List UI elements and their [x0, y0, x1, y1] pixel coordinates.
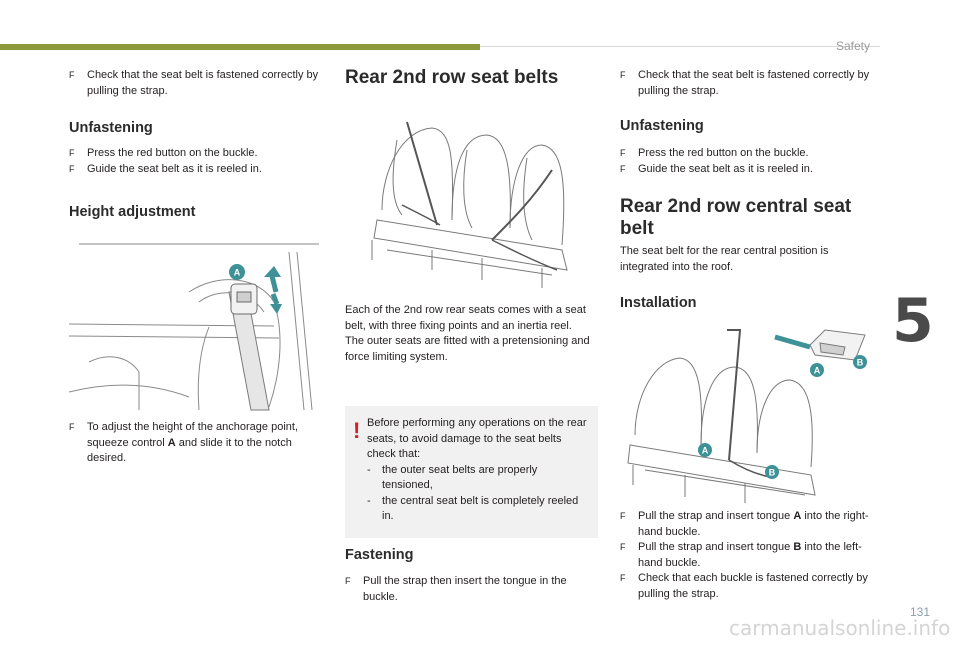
section-title: Safety [836, 39, 871, 53]
rear-seat-para-1: Each of the 2nd row rear seats comes wit… [345, 304, 586, 332]
rear-seats-illustration [371, 121, 568, 288]
rear-seat-description: Each of the 2nd row rear seats comes wit… [345, 303, 595, 365]
label-b-bottom: B [769, 468, 776, 478]
list-item: Press the red button on the buckle. [638, 147, 809, 159]
header-accent-bar [0, 44, 480, 50]
list-item: Pull the strap then insert the tongue in… [363, 575, 567, 603]
height-adjustment-title: Height adjustment [69, 204, 196, 220]
label-a-marker [698, 443, 712, 457]
label-b-marker [765, 465, 779, 479]
warning-intro: Before performing any operations on the … [367, 417, 587, 460]
chapter-number: 5 [892, 286, 934, 356]
list-item: the outer seat belts are properly tensio… [382, 463, 538, 492]
central-belt-title: Rear 2nd row central seat belt [620, 196, 852, 239]
warning-box: ! Before performing any operations on th… [345, 406, 598, 538]
label-b-top: B [857, 358, 864, 368]
fastening-title: Fastening [345, 547, 414, 563]
label-a-marker [810, 363, 824, 377]
list-item: Guide the seat belt as it is reeled in. [87, 162, 262, 175]
right-intro-bullet: Check that the seat belt is fastened cor… [638, 69, 870, 97]
right-unfastening-title: Unfastening [620, 118, 704, 134]
left-intro: F Check that the seat belt is fastened co… [69, 68, 319, 99]
central-belt-text: The seat belt for the rear central posit… [620, 245, 829, 273]
list-item: the central seat belt is completely reel… [382, 494, 579, 523]
installation-illustration: A B A B [627, 329, 867, 503]
list-item: Press the red button on the buckle. [87, 147, 258, 159]
label-a-bottom: A [702, 446, 709, 456]
label-b-marker [853, 355, 867, 369]
left-intro-bullet: Check that the seat belt is fastened cor… [87, 69, 319, 97]
list-item: Guide the seat belt as it is reeled in. [638, 162, 813, 175]
rear-seat-para-2: The outer seats are fitted with a preten… [345, 335, 590, 363]
list-item: Pull the strap and insert tongue A into … [638, 510, 869, 538]
label-a-top: A [814, 366, 821, 376]
warning-icon: ! [353, 418, 361, 443]
height-adjustment-illustration: A [69, 243, 319, 411]
list-item: Check that each buckle is fastened corre… [638, 572, 868, 600]
label-a-marker [229, 264, 245, 280]
rear-seat-belts-title: Rear 2nd row seat belts [345, 67, 559, 88]
bullet-marker: F [69, 70, 75, 80]
label-a: A [234, 268, 241, 278]
header-rule [480, 46, 880, 47]
page-number: 131 [910, 605, 931, 619]
installation-title: Installation [620, 295, 697, 311]
watermark: carmanualsonline.info [729, 616, 951, 640]
left-unfastening-title: Unfastening [69, 120, 153, 136]
list-item: Pull the strap and insert tongue B into … [638, 541, 862, 569]
